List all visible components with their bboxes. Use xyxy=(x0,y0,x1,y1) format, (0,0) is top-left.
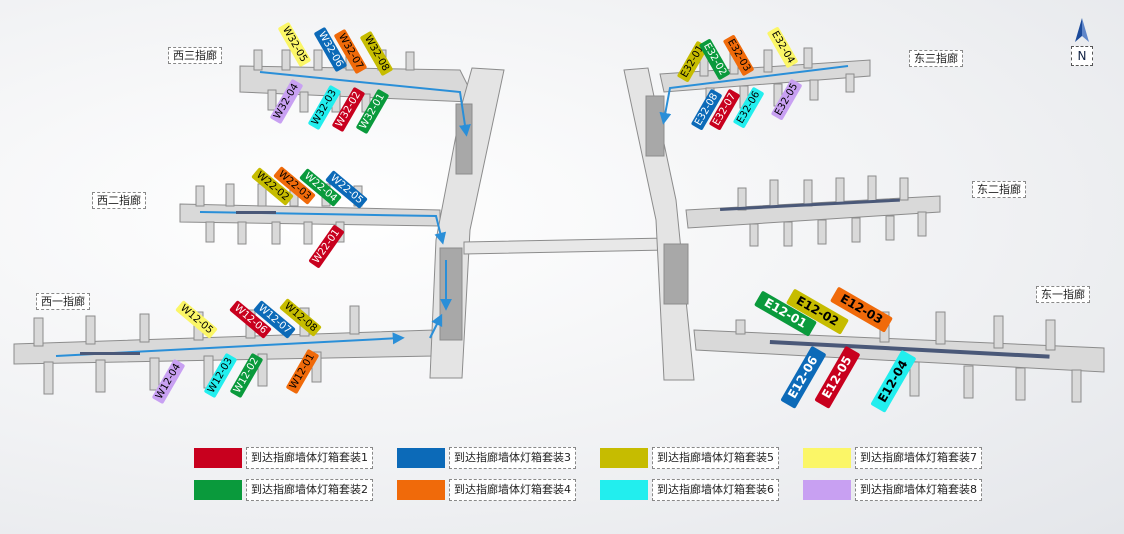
legend-label: 到达指廊墙体灯箱套装7 xyxy=(855,447,982,469)
legend-swatch xyxy=(803,480,851,500)
legend-label: 到达指廊墙体灯箱套装1 xyxy=(246,447,373,469)
legend-swatch xyxy=(600,448,648,468)
legend-item: 到达指廊墙体灯箱套装5 xyxy=(600,446,779,470)
legend-item: 到达指廊墙体灯箱套装2 xyxy=(194,478,373,502)
legend: 到达指廊墙体灯箱套装1 到达指廊墙体灯箱套装2 到达指廊墙体灯箱套装3 到达指廊… xyxy=(194,446,1014,502)
legend-item: 到达指廊墙体灯箱套装1 xyxy=(194,446,373,470)
compass: N xyxy=(1071,16,1093,66)
legend-item: 到达指廊墙体灯箱套装6 xyxy=(600,478,779,502)
legend-item: 到达指廊墙体灯箱套装7 xyxy=(803,446,982,470)
north-arrow-icon xyxy=(1075,18,1089,42)
pier-label-west-1: 西一指廊 xyxy=(36,293,90,310)
legend-label: 到达指廊墙体灯箱套装2 xyxy=(246,479,373,501)
west-building xyxy=(13,49,505,395)
legend-label: 到达指廊墙体灯箱套装6 xyxy=(652,479,779,501)
legend-label: 到达指廊墙体灯箱套装3 xyxy=(449,447,576,469)
connecting-bridge xyxy=(463,237,669,255)
legend-item: 到达指廊墙体灯箱套装8 xyxy=(803,478,982,502)
legend-swatch xyxy=(194,480,242,500)
corridor-stripes xyxy=(80,198,1050,359)
compass-letter: N xyxy=(1071,46,1093,66)
legend-swatch xyxy=(397,448,445,468)
legend-label: 到达指廊墙体灯箱套装8 xyxy=(855,479,982,501)
legend-label: 到达指廊墙体灯箱套装5 xyxy=(652,447,779,469)
east-building xyxy=(623,47,1105,403)
pier-label-west-2: 西二指廊 xyxy=(92,192,146,209)
legend-swatch xyxy=(397,480,445,500)
pier-label-east-2: 东二指廊 xyxy=(972,181,1026,198)
legend-swatch xyxy=(194,448,242,468)
pier-label-east-1: 东一指廊 xyxy=(1036,286,1090,303)
legend-label: 到达指廊墙体灯箱套装4 xyxy=(449,479,576,501)
legend-item: 到达指廊墙体灯箱套装3 xyxy=(397,446,576,470)
pier-label-west-3: 西三指廊 xyxy=(168,47,222,64)
pier-label-east-3: 东三指廊 xyxy=(909,50,963,67)
legend-item: 到达指廊墙体灯箱套装4 xyxy=(397,478,576,502)
legend-swatch xyxy=(803,448,851,468)
legend-swatch xyxy=(600,480,648,500)
